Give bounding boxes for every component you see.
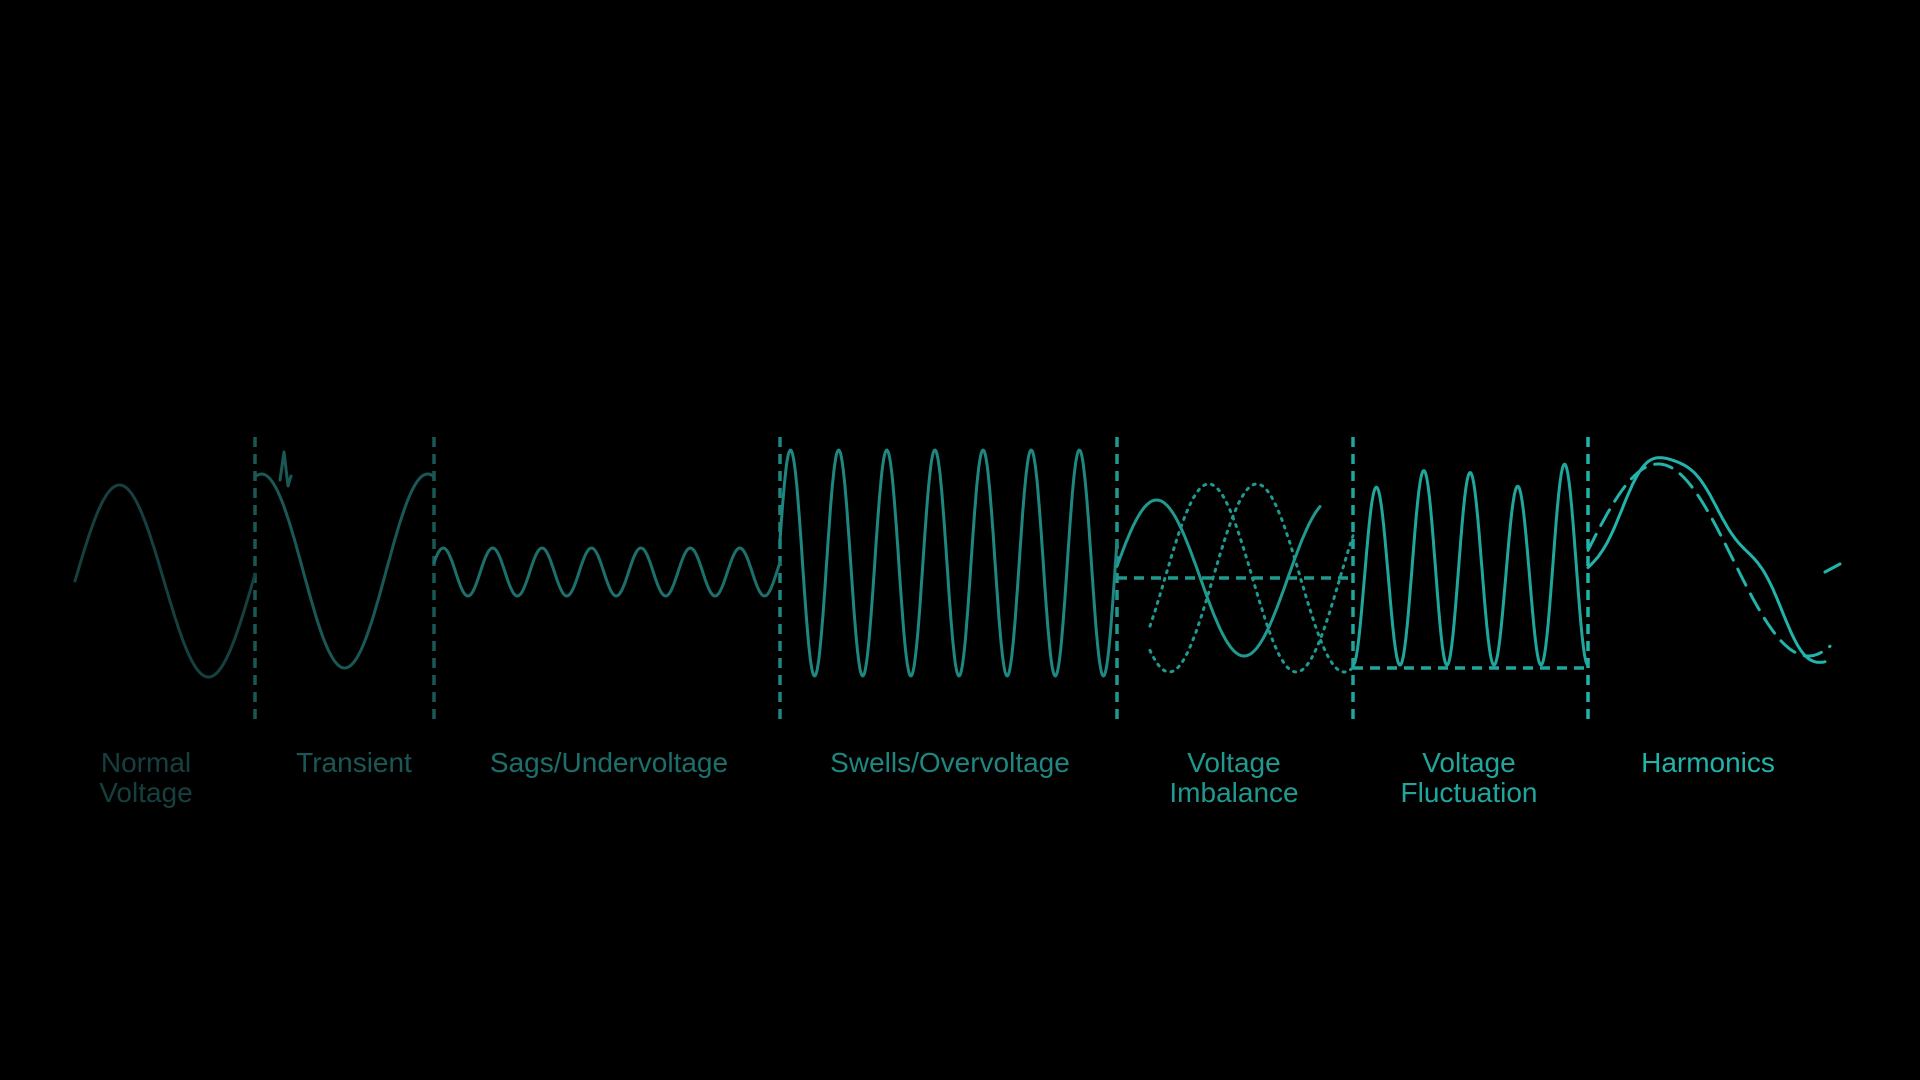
harmonics-fundamental-wave <box>1586 462 1832 658</box>
harmonics-distorted-wave <box>1586 456 1827 664</box>
imbalance-phase-a <box>1115 498 1322 658</box>
label-voltage-imbalance: Voltage Imbalance <box>1084 748 1384 808</box>
fluctuation-wave <box>1351 462 1590 667</box>
imbalance-phase-b <box>1148 482 1355 674</box>
swell-overvoltage-wave <box>778 448 1119 678</box>
label-swells-line1: Swells/Overvoltage <box>830 747 1070 778</box>
harmonics-wave-tail <box>1823 562 1842 574</box>
imbalance-phase-c <box>1148 482 1355 674</box>
label-harmonics-line1: Harmonics <box>1641 747 1775 778</box>
transient-wave <box>253 472 436 670</box>
label-normal-voltage-line2: Voltage <box>99 777 193 808</box>
waveforms <box>73 448 1842 679</box>
label-fluctuation-line1: Voltage <box>1422 747 1516 778</box>
sag-undervoltage-wave <box>432 546 782 598</box>
normal-voltage-wave <box>73 483 257 679</box>
label-sags-line1: Sags/Undervoltage <box>489 747 729 778</box>
label-swells-overvoltage: Swells/Overvoltage <box>800 748 1100 778</box>
label-transient: Transient <box>204 748 504 778</box>
transient-spike <box>278 450 293 488</box>
label-imbalance-line1: Voltage <box>1187 747 1281 778</box>
label-normal-voltage: Normal Voltage <box>0 748 296 808</box>
label-transient-line1: Transient <box>296 747 412 778</box>
label-imbalance-line2: Imbalance <box>1169 777 1299 808</box>
label-voltage-fluctuation: Voltage Fluctuation <box>1319 748 1619 808</box>
label-sags-undervoltage: Sags/Undervoltage <box>459 748 759 778</box>
label-harmonics: Harmonics <box>1558 748 1858 778</box>
label-normal-voltage-line1: Normal <box>100 747 192 778</box>
label-fluctuation-line2: Fluctuation <box>1400 777 1538 808</box>
